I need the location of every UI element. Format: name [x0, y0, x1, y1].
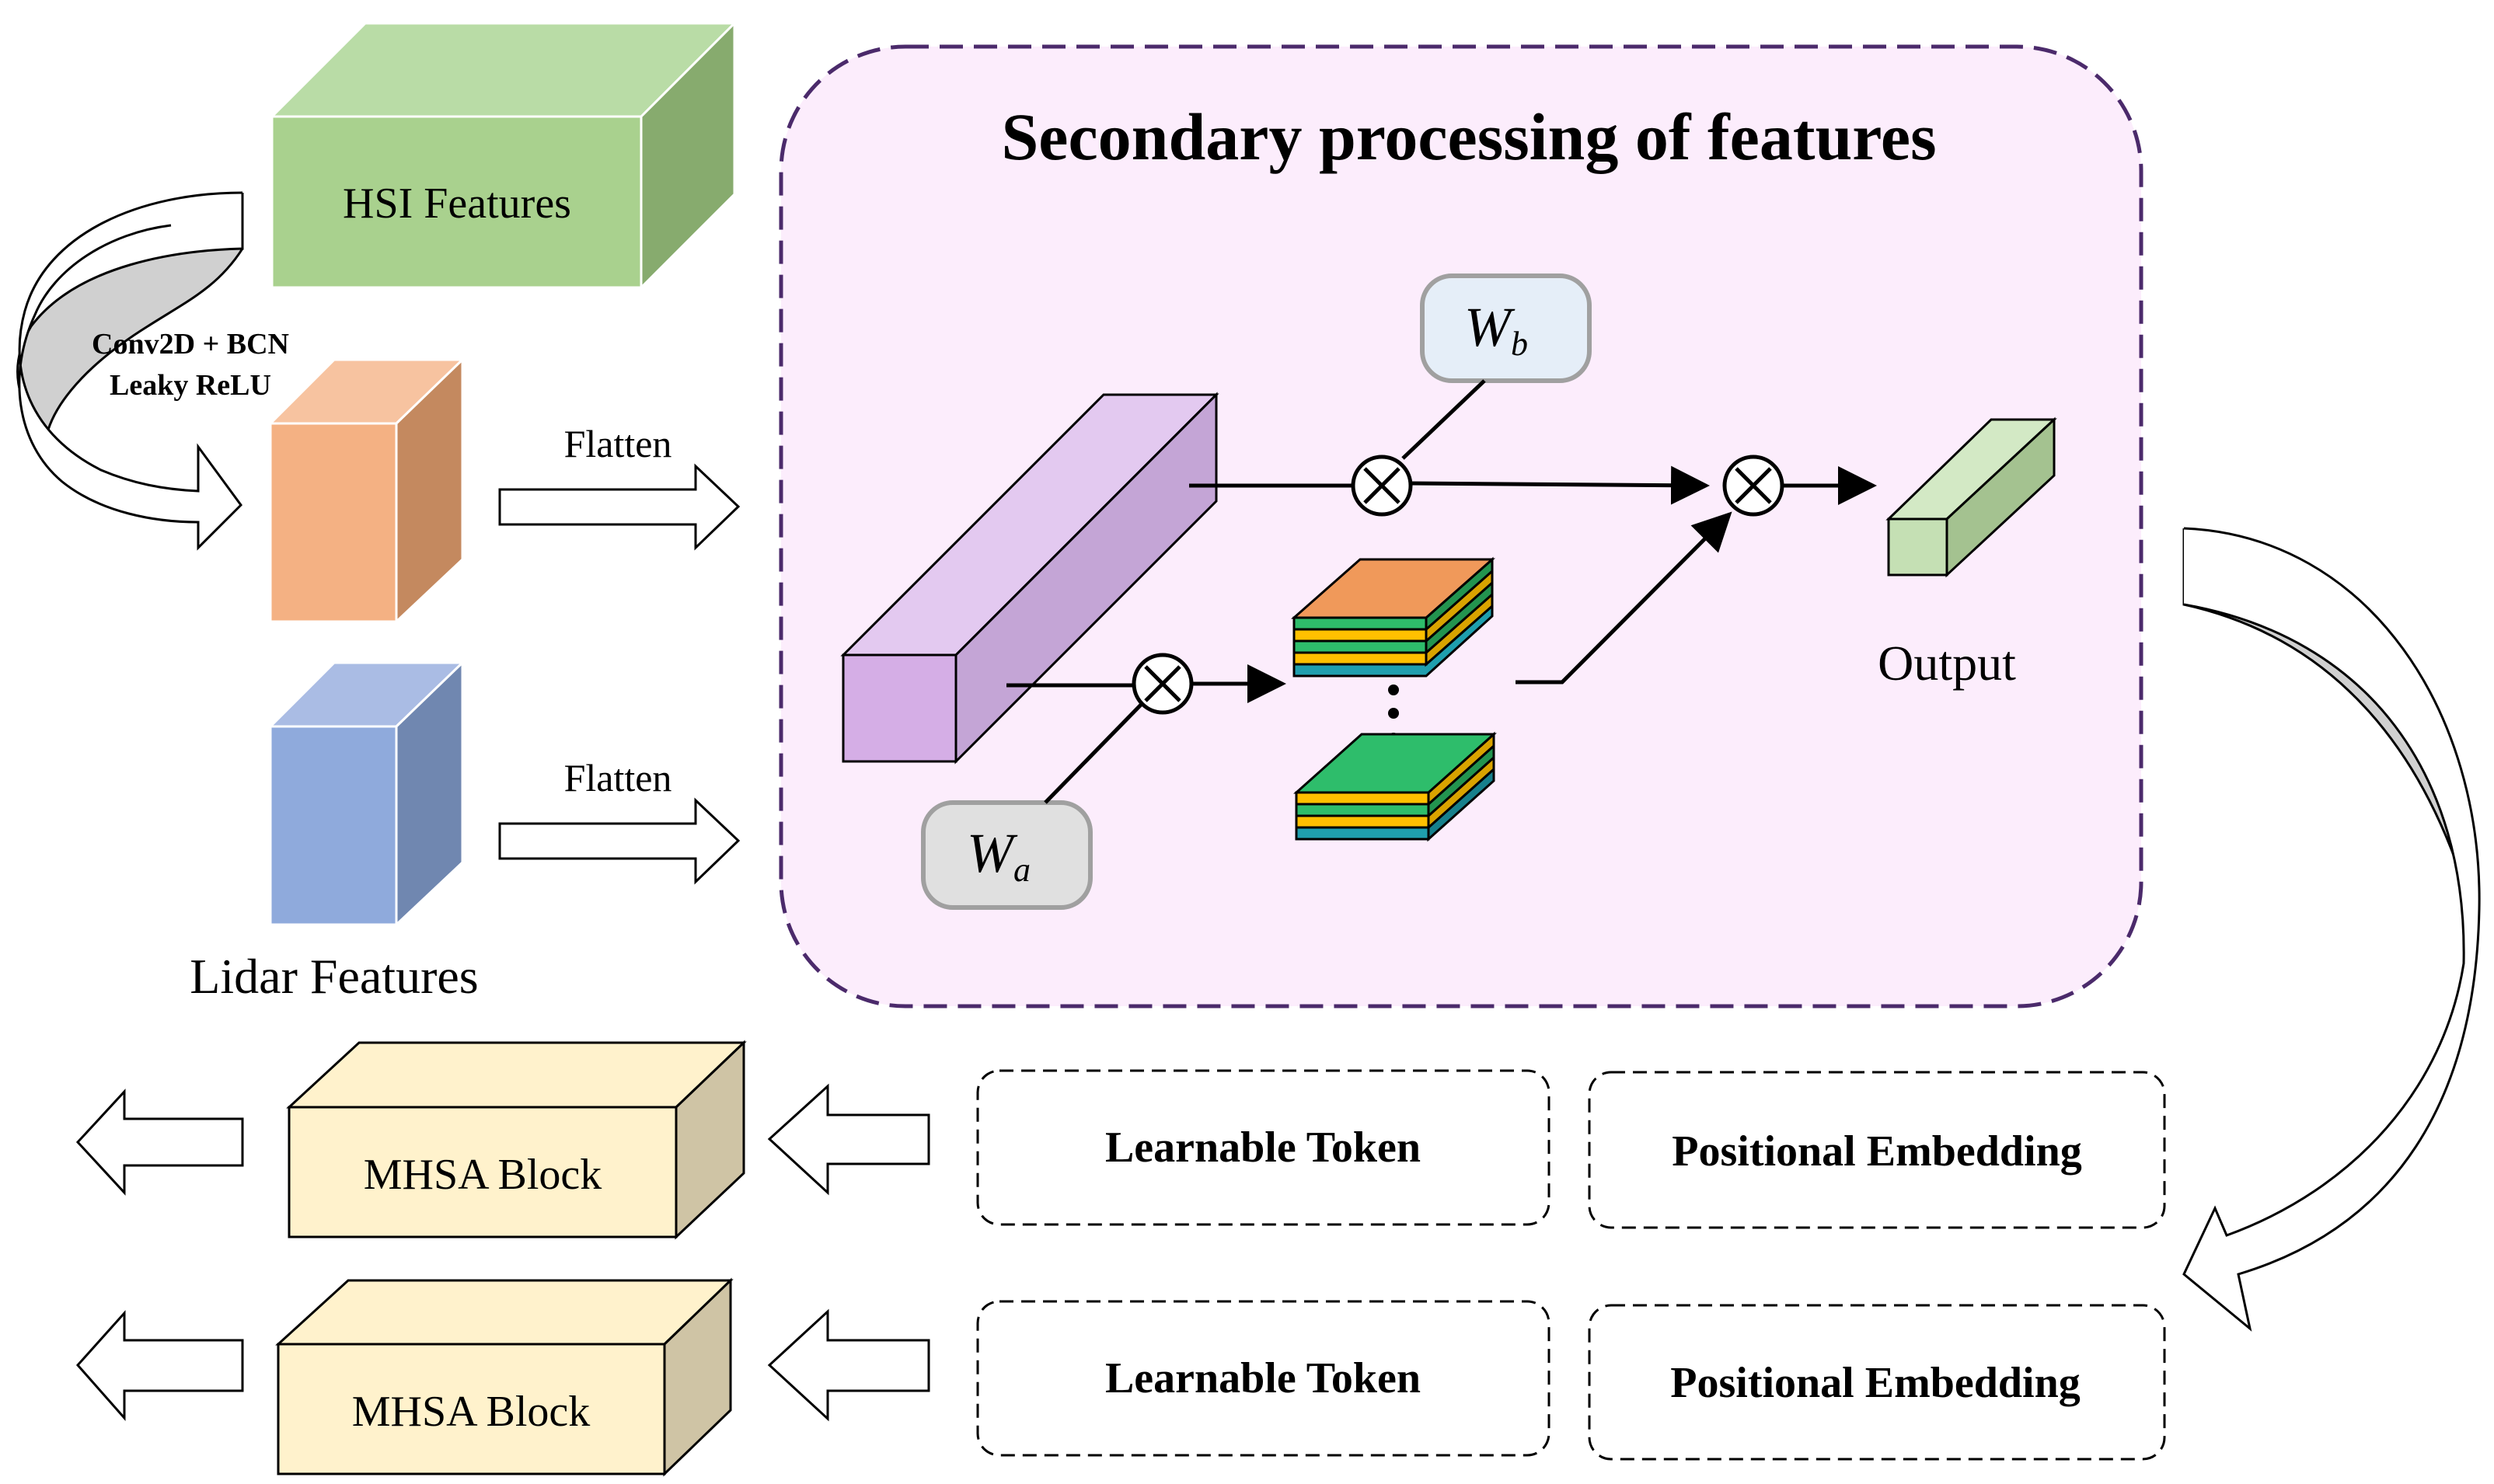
wb-sub: b [1511, 325, 1528, 363]
learnable-token-label-row2: Learnable Token [1105, 1354, 1421, 1402]
panel-title: Secondary processing of features [1001, 99, 1936, 174]
input-arrow-row2 [767, 1308, 930, 1422]
conv-label-line2: Leaky ReLU [110, 369, 271, 402]
hsi-features-cube: HSI Features [269, 20, 738, 291]
mhsa-label-row2: MHSA Block [352, 1388, 591, 1436]
positional-embedding-label-row1: Positional Embedding [1672, 1127, 2081, 1176]
output-arrow-row2 [75, 1310, 244, 1421]
positional-embedding-label-row2: Positional Embedding [1670, 1359, 2080, 1407]
purple-feature-block [840, 392, 1219, 765]
lidar-features-cube [267, 660, 466, 928]
conv-label-line1: Conv2D + BCN [92, 328, 289, 361]
learnable-token-label-row1: Learnable Token [1105, 1123, 1421, 1172]
flow-lines [1006, 379, 1877, 804]
hsi-features-label: HSI Features [343, 179, 571, 228]
secondary-processing-panel [779, 44, 2143, 1008]
mhsa-block-row1: MHSA Block [286, 1040, 747, 1240]
wa-weight-box: Wa [921, 800, 1093, 910]
positional-embedding-box-row2: Positional Embedding [1588, 1304, 2166, 1461]
output-arrow-row1 [75, 1089, 244, 1196]
multiply-node-bottom [1132, 653, 1194, 715]
layer-stack-bottom [1293, 731, 1497, 842]
svg-text:Wa: Wa [967, 822, 1031, 889]
multiply-node-right [1722, 455, 1784, 517]
flatten-label-top: Flatten [564, 422, 672, 465]
input-arrow-row1 [767, 1083, 930, 1196]
multiply-node-top [1351, 455, 1413, 517]
wb-main: W [1464, 296, 1516, 358]
wa-main: W [967, 822, 1018, 884]
learnable-token-box-row1: Learnable Token [976, 1069, 1550, 1226]
conv-features-cube [267, 357, 466, 625]
curved-arrow-left: Conv2D + BCN Leaky ReLU [16, 191, 289, 551]
layer-stack-top [1291, 556, 1495, 678]
positional-embedding-box-row1: Positional Embedding [1588, 1071, 2166, 1229]
lidar-features-label: Lidar Features [190, 949, 478, 1004]
wb-weight-box: Wb [1420, 273, 1592, 383]
output-block [1885, 416, 2057, 578]
flatten-arrow-top: Flatten [498, 422, 741, 551]
mhsa-block-row2: MHSA Block [275, 1277, 734, 1477]
mhsa-label-row1: MHSA Block [364, 1151, 602, 1199]
wa-sub: a [1013, 851, 1031, 889]
curved-arrow-right [2182, 527, 2481, 1332]
flatten-arrow-bottom: Flatten [498, 756, 741, 885]
output-label: Output [1878, 636, 2016, 691]
svg-text:Wb: Wb [1464, 296, 1528, 363]
learnable-token-box-row2: Learnable Token [976, 1300, 1550, 1457]
flatten-label-bottom: Flatten [564, 756, 672, 799]
